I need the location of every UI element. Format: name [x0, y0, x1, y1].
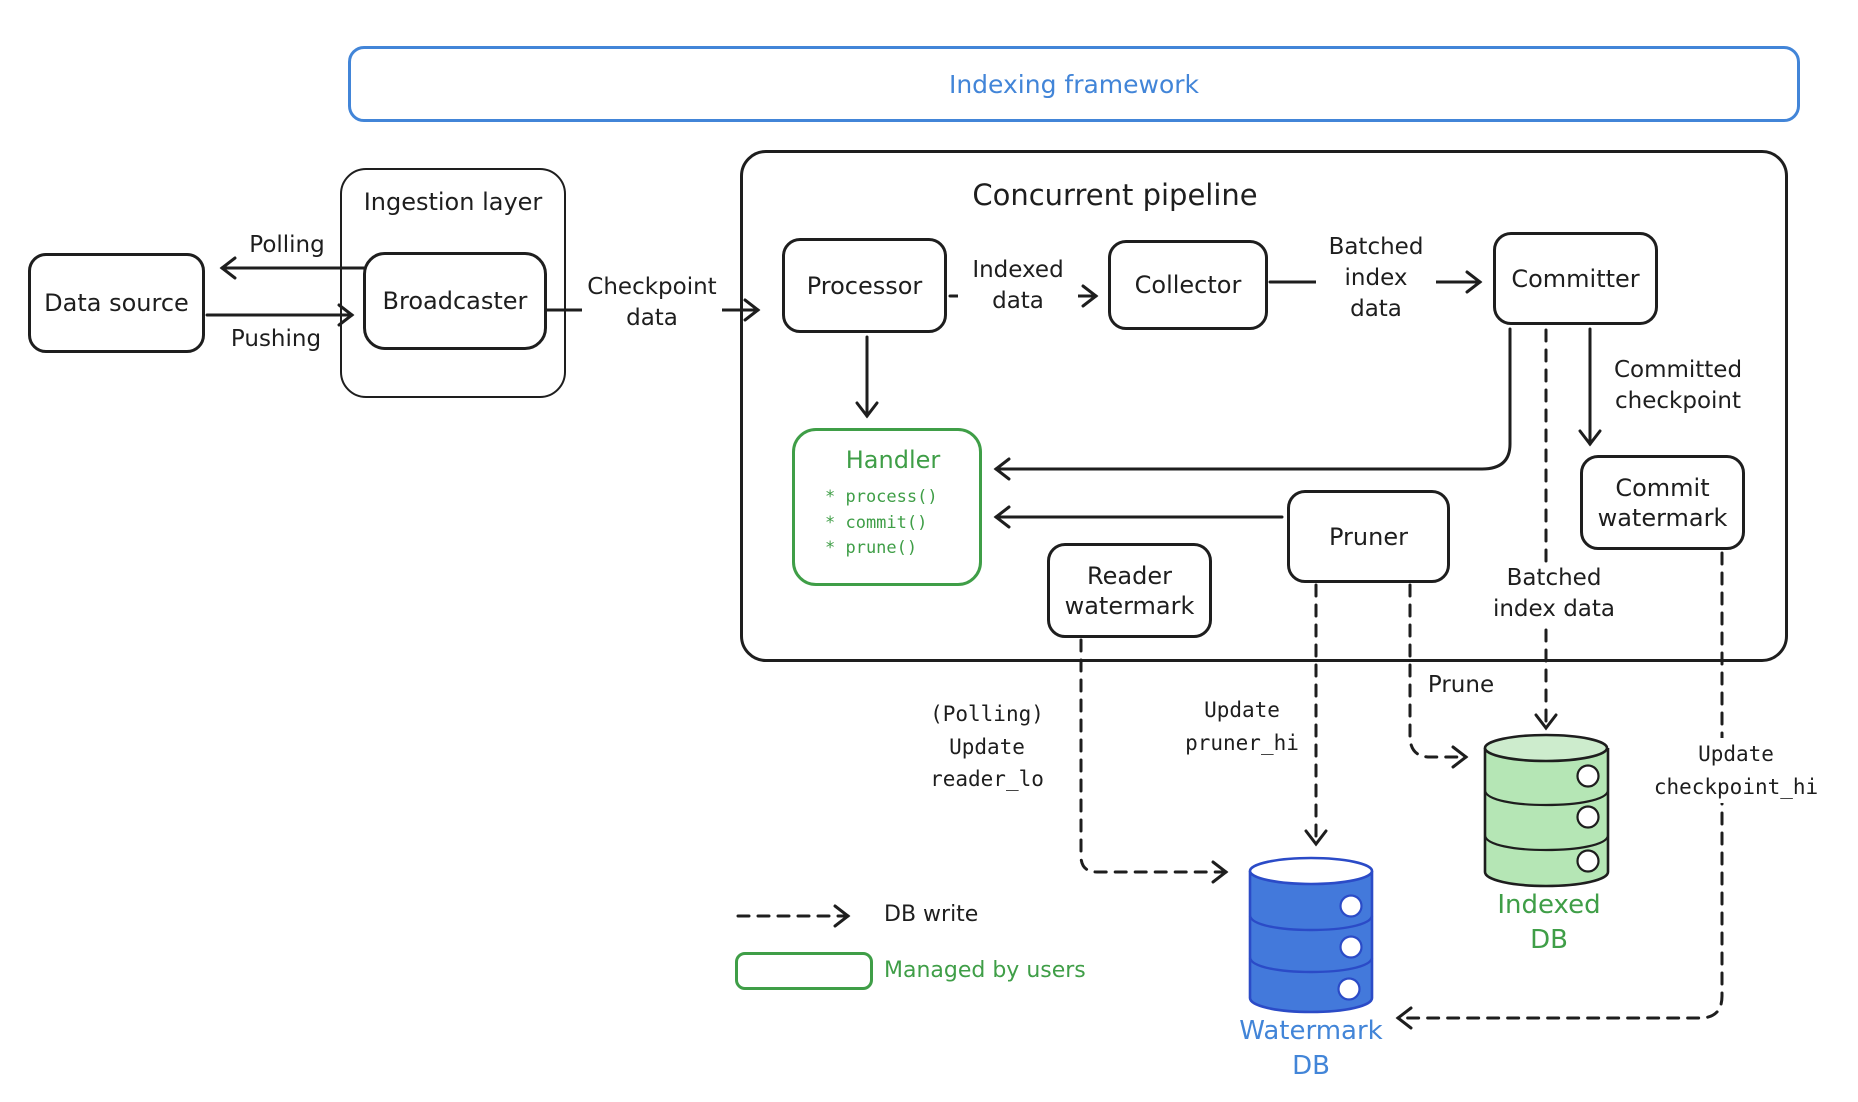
- handler-method-prune: * prune(): [825, 538, 918, 558]
- commit-watermark-node: Commit watermark: [1580, 455, 1745, 550]
- update-checkpoint-hi-label: Update checkpoint_hi: [1626, 738, 1846, 804]
- legend-db-write-label: DB write: [884, 902, 979, 927]
- checkpoint-data-label: Checkpoint data: [582, 272, 722, 335]
- polling-label: Polling: [249, 232, 325, 258]
- batched-index-data-2-label: Batched index data: [1474, 563, 1634, 626]
- indexed-db-cylinder: [1483, 733, 1610, 888]
- indexing-framework-title: Indexing framework: [948, 69, 1200, 99]
- broadcaster-label: Broadcaster: [382, 287, 528, 315]
- committer-to-handler-arrow: [993, 327, 1512, 481]
- batched-index-data-label: Batched index data: [1316, 232, 1436, 326]
- reader-watermark-to-watermark-db-arrow: [1079, 638, 1229, 884]
- committed-checkpoint-label: Committed checkpoint: [1613, 357, 1743, 415]
- committer-node: Committer: [1493, 232, 1658, 325]
- watermark-db-cylinder: [1248, 856, 1374, 1014]
- ingestion-layer-label: Ingestion layer: [363, 188, 543, 216]
- update-pruner-hi-label: Update pruner_hi: [1185, 698, 1299, 755]
- commit-watermark-label: Commit watermark: [1597, 473, 1728, 532]
- prune-to-indexed-db-arrow: [1408, 583, 1469, 769]
- concurrent-pipeline-container: [740, 150, 1788, 662]
- reader-watermark-node: Reader watermark: [1047, 543, 1212, 638]
- processor-node: Processor: [782, 238, 947, 333]
- collector-label: Collector: [1134, 271, 1242, 299]
- polling-update-reader-lo-label: (Polling) Update reader_lo: [930, 702, 1044, 792]
- handler-method-process: * process(): [825, 487, 938, 507]
- collector-node: Collector: [1108, 240, 1268, 330]
- handler-node: Handler * process() * commit() * prune(): [792, 428, 982, 586]
- indexing-framework-banner: Indexing framework: [348, 46, 1800, 122]
- data-source-node: Data source: [28, 253, 205, 353]
- processor-label: Processor: [806, 271, 923, 300]
- broadcaster-node: Broadcaster: [363, 252, 547, 350]
- data-source-label: Data source: [44, 289, 189, 317]
- committer-label: Committer: [1511, 264, 1640, 293]
- pushing-label: Pushing: [230, 326, 322, 352]
- handler-title: Handler: [845, 446, 941, 474]
- commit-watermark-to-watermark-db-arrow: [1395, 551, 1724, 1030]
- reader-watermark-label: Reader watermark: [1064, 561, 1195, 620]
- legend-managed-by-users-swatch: [735, 952, 873, 990]
- legend-managed-by-users-label: Managed by users: [884, 958, 1086, 983]
- pruner-node: Pruner: [1287, 490, 1450, 583]
- pruner-label: Pruner: [1329, 522, 1408, 551]
- concurrent-pipeline-label: Concurrent pipeline: [972, 178, 1258, 212]
- indexed-db-label: Indexed DB: [1497, 890, 1601, 956]
- prune-label: Prune: [1427, 672, 1495, 698]
- ingestion-layer-container: [340, 168, 566, 398]
- handler-method-commit: * commit(): [825, 512, 928, 533]
- indexed-data-label: Indexed data: [958, 255, 1078, 318]
- watermark-db-label: Watermark DB: [1239, 1016, 1383, 1082]
